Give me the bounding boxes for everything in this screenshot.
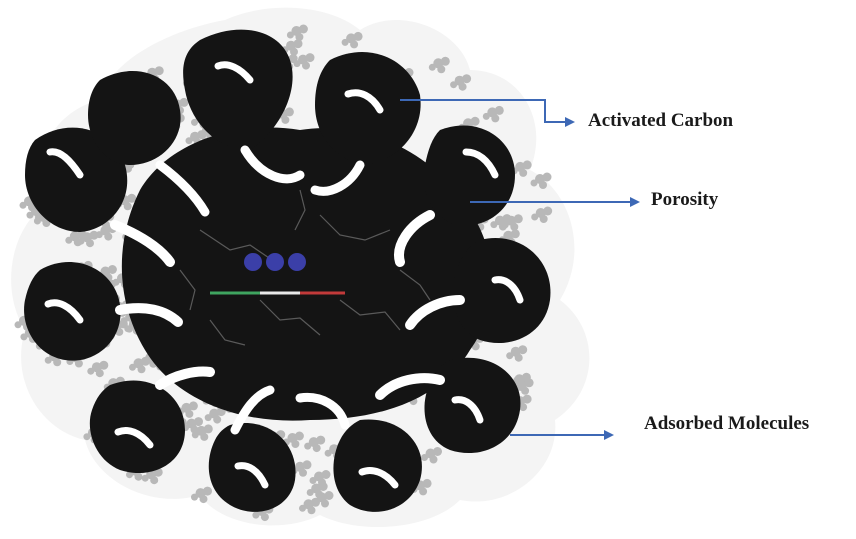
molecule-sphere (266, 253, 284, 271)
activated-carbon-label: Activated Carbon (588, 110, 733, 132)
porosity-label: Porosity (651, 189, 718, 211)
molecule-sphere (244, 253, 262, 271)
molecule-sphere (288, 253, 306, 271)
adsorbed-molecules-label: Adsorbed Molecules (644, 413, 809, 435)
